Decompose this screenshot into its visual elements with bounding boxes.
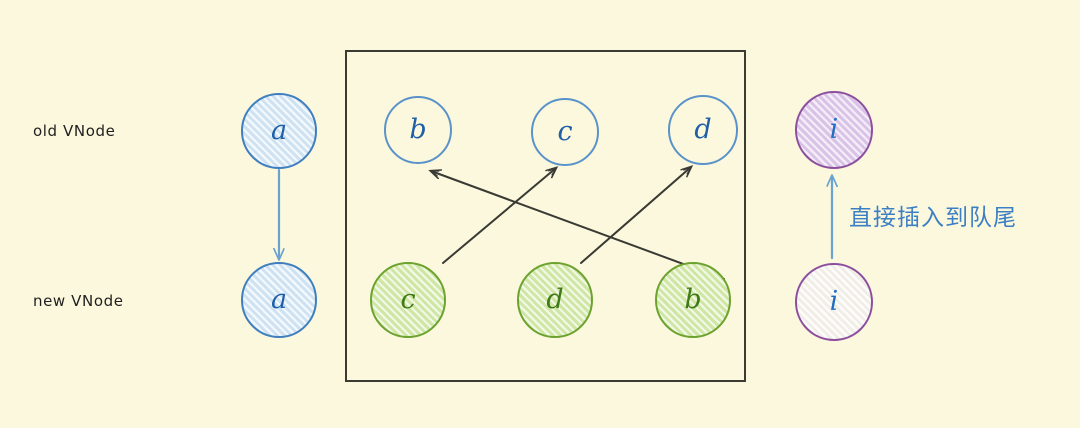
- node-label: a: [270, 114, 288, 146]
- node-label: d: [546, 283, 564, 315]
- matched-nodes-box: [345, 50, 746, 382]
- insert-at-tail-annotation: 直接插入到队尾: [849, 205, 1017, 231]
- node-label: b: [684, 283, 702, 315]
- node-label: i: [829, 285, 839, 317]
- node-label: d: [694, 113, 712, 145]
- node-old-i[interactable]: i: [795, 91, 873, 169]
- node-new-d[interactable]: d: [517, 262, 593, 338]
- node-label: c: [400, 283, 416, 315]
- node-label: b: [409, 113, 427, 145]
- row-label-old-vnode: old VNode: [33, 122, 116, 140]
- node-old-c[interactable]: c: [531, 98, 599, 166]
- node-old-a[interactable]: a: [241, 93, 317, 169]
- node-old-b[interactable]: b: [384, 96, 452, 164]
- node-new-c[interactable]: c: [370, 262, 446, 338]
- node-new-a[interactable]: a: [241, 262, 317, 338]
- row-label-new-vnode: new VNode: [33, 292, 124, 310]
- node-old-d[interactable]: d: [668, 95, 738, 165]
- node-label: i: [829, 113, 839, 145]
- node-new-i[interactable]: i: [795, 263, 873, 341]
- node-new-b[interactable]: b: [655, 262, 731, 338]
- node-label: a: [270, 283, 288, 315]
- node-label: c: [557, 115, 573, 147]
